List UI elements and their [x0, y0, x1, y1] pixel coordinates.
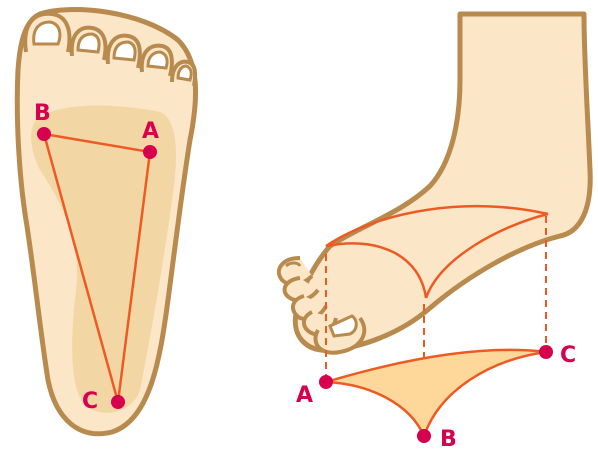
toe-4-nail — [148, 52, 167, 68]
side-point-b — [417, 429, 431, 443]
side-point-c — [539, 345, 553, 359]
side-point-a — [319, 375, 333, 389]
side-label-c: C — [560, 343, 576, 368]
foot-sole-icon: B A C — [17, 10, 195, 434]
foot-side-icon: A B C — [279, 14, 590, 450]
sole-point-a — [143, 145, 157, 159]
toe-2-nail — [78, 34, 99, 52]
big-toe-nail — [34, 22, 60, 44]
sole-label-a: A — [142, 119, 159, 144]
side-label-b: B — [440, 427, 457, 450]
toe-3-nail — [114, 42, 135, 60]
projected-arch-triangle — [326, 350, 546, 436]
toe-5-nail — [178, 66, 191, 80]
side-label-a: A — [296, 383, 313, 408]
sole-point-c — [111, 395, 125, 409]
sole-label-c: C — [82, 389, 98, 414]
sole-label-b: B — [34, 101, 51, 126]
sole-point-b — [37, 127, 51, 141]
side-foot-body — [295, 14, 590, 350]
